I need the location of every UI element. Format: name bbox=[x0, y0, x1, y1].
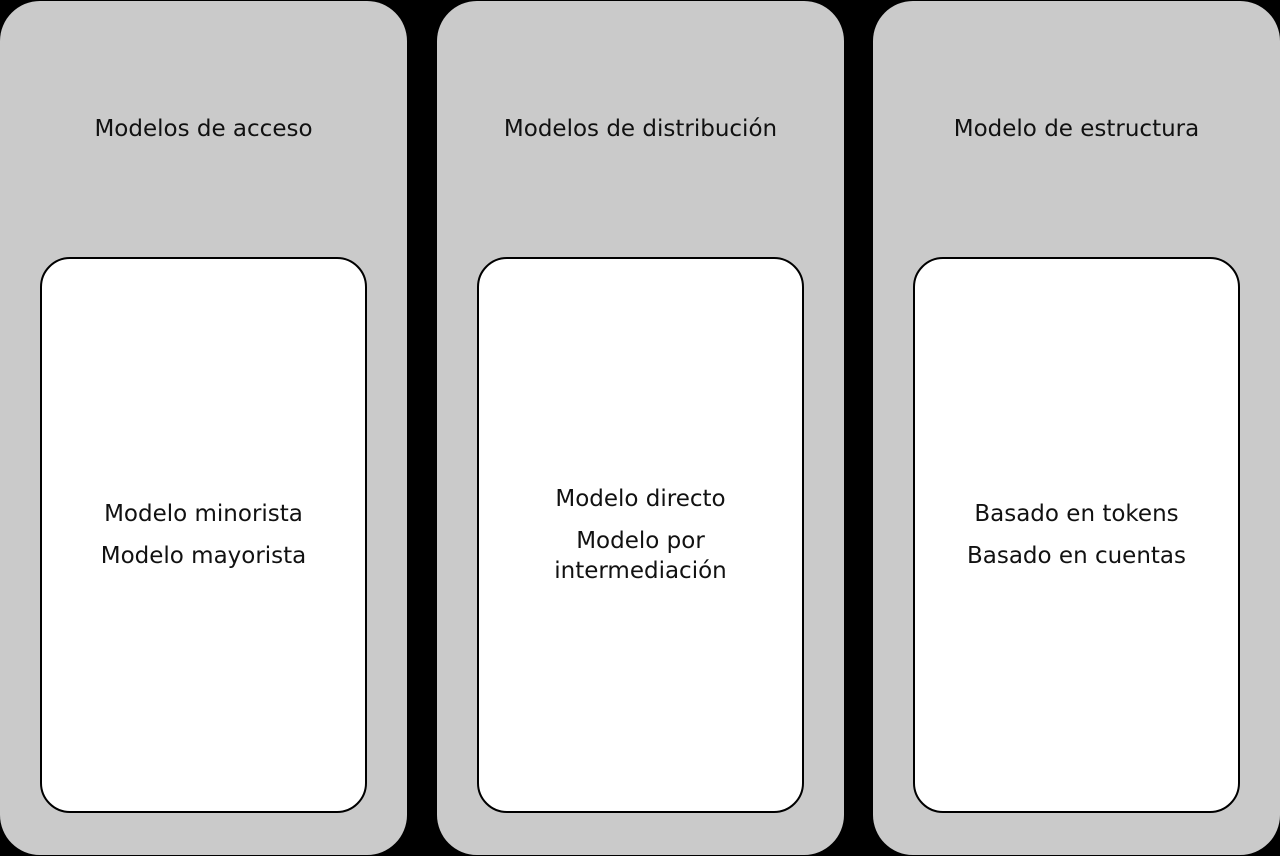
column-access-models: Modelos de acceso Modelo minorista Model… bbox=[0, 1, 407, 855]
list-item: Modelo mayorista bbox=[100, 543, 307, 569]
list-item: Modelo por intermediación bbox=[554, 528, 727, 584]
list-item: Basado en tokens bbox=[974, 501, 1179, 527]
column-title: Modelos de distribución bbox=[503, 116, 778, 142]
column-title: Modelo de estructura bbox=[953, 116, 1200, 142]
items-box: Modelo minorista Modelo mayorista bbox=[40, 257, 367, 813]
list-item: Modelo minorista bbox=[104, 501, 303, 527]
column-title: Modelos de acceso bbox=[94, 116, 313, 142]
items-box: Modelo directo Modelo por intermediación bbox=[477, 257, 804, 813]
column-distribution-models: Modelos de distribución Modelo directo M… bbox=[437, 1, 844, 855]
column-structure-model: Modelo de estructura Basado en tokens Ba… bbox=[873, 1, 1280, 855]
items-box: Basado en tokens Basado en cuentas bbox=[913, 257, 1240, 813]
list-item: Modelo directo bbox=[555, 486, 726, 512]
list-item: Basado en cuentas bbox=[966, 543, 1187, 569]
